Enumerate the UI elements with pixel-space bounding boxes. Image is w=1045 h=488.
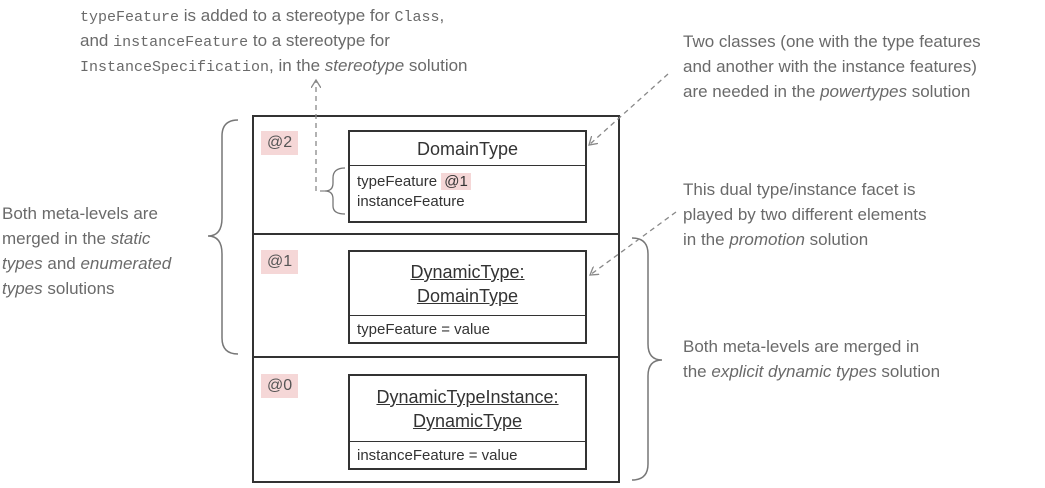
explicit-note-line2: the explicit dynamic types solution xyxy=(683,362,941,381)
promotion-note-line2: played by two different elements xyxy=(683,205,927,224)
powertypes-note-line2: and another with the instance features) xyxy=(683,57,977,76)
dynamic-type-title: DynamicType: DomainType xyxy=(350,252,585,316)
level-badge-2: @2 xyxy=(261,131,299,155)
powertypes-note-line3: are needed in the powertypes solution xyxy=(683,82,971,101)
stereotype-connector xyxy=(316,80,325,192)
dynamic-type-instance-attr: instanceFeature = value xyxy=(357,447,518,464)
dynamic-type-instance-box[interactable]: DynamicTypeInstance: DynamicType instanc… xyxy=(348,374,587,470)
level-badge-0: @0 xyxy=(261,374,299,398)
powertypes-note-line1: Two classes (one with the type features xyxy=(683,32,981,51)
static-note-line3: types and enumerated xyxy=(2,254,172,273)
stereotype-note-line1: typeFeature is added to a stereotype for… xyxy=(80,6,445,26)
level-badge-1: @1 xyxy=(261,250,299,274)
domain-type-attr-type-feature: typeFeature @1 xyxy=(350,166,585,192)
promotion-arrow xyxy=(590,211,677,275)
right-brace xyxy=(631,237,663,481)
attribute-brace xyxy=(324,167,346,215)
domain-type-box[interactable]: DomainType typeFeature @1 instanceFeatur… xyxy=(348,130,587,223)
meta-level-frame xyxy=(252,115,620,483)
static-note-line1: Both meta-levels are xyxy=(2,204,158,223)
dynamic-type-box[interactable]: DynamicType: DomainType typeFeature = va… xyxy=(348,250,587,344)
domain-type-attr-instance-feature: instanceFeature xyxy=(357,193,465,210)
stereotype-note-line3: InstanceSpecification, in the stereotype… xyxy=(80,56,468,76)
attr-level-badge: @1 xyxy=(441,173,471,190)
left-brace xyxy=(207,119,239,355)
static-note-line2: merged in the static xyxy=(2,229,151,248)
stereotype-note-line2: and instanceFeature to a stereotype for xyxy=(80,31,390,51)
promotion-note-line1: This dual type/instance facet is xyxy=(683,180,916,199)
promotion-note-line3: in the promotion solution xyxy=(683,230,869,249)
domain-type-title: DomainType xyxy=(350,132,585,166)
static-note-line4: types solutions xyxy=(2,279,115,298)
dynamic-type-instance-title: DynamicTypeInstance: DynamicType xyxy=(350,376,585,442)
dynamic-type-attr-type-feature: typeFeature = value xyxy=(357,321,491,338)
powertypes-arrow xyxy=(589,73,669,145)
explicit-note-line1: Both meta-levels are merged in xyxy=(683,337,920,356)
